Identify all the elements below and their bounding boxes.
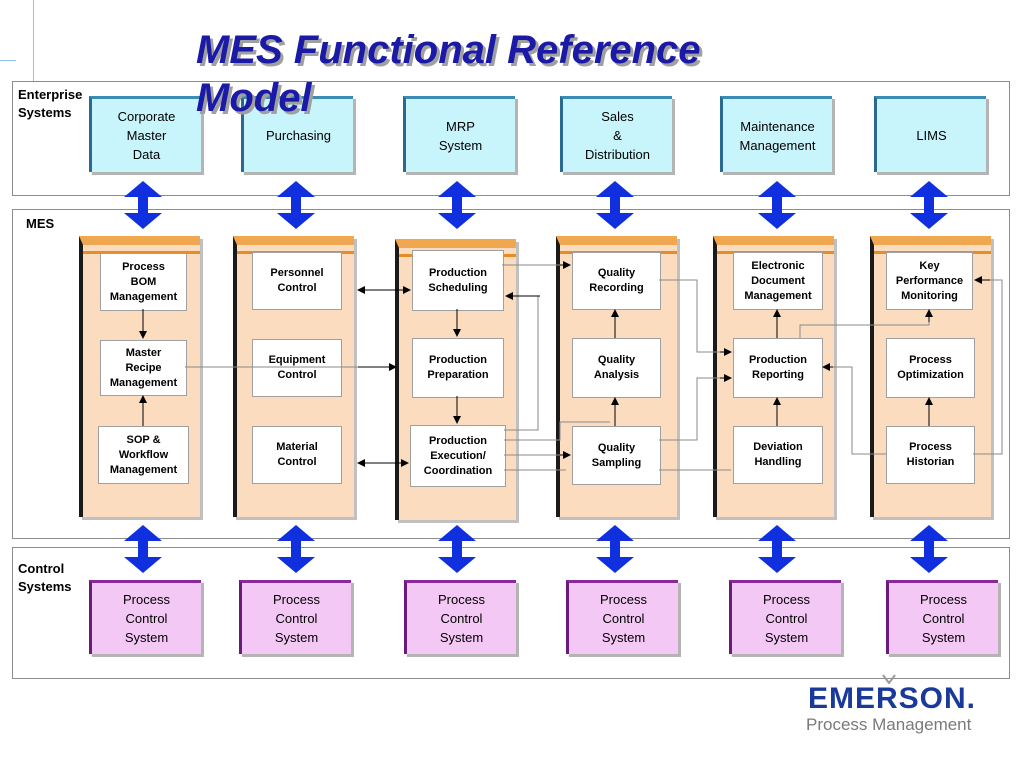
- page-title: MES Functional Reference Model: [196, 26, 701, 122]
- column-stripe: [83, 251, 200, 254]
- material-control-box: Material Control: [252, 426, 342, 484]
- process-control-system-box-6: Process Control System: [886, 580, 998, 654]
- production-preparation-box: Production Preparation: [412, 338, 504, 398]
- production-execution-coordination-box: Production Execution/ Coordination: [410, 425, 506, 487]
- mrp-system-box: MRP System: [403, 96, 515, 172]
- double-arrow-icon: [596, 181, 634, 229]
- double-arrow-icon: [438, 525, 476, 573]
- process-bom-management-box: Process BOM Management: [100, 253, 187, 311]
- double-arrow-icon: [124, 181, 162, 229]
- control-systems-label: Control Systems: [18, 561, 72, 594]
- double-arrow-icon: [124, 525, 162, 573]
- double-arrow-icon: [910, 181, 948, 229]
- process-control-system-box-1: Process Control System: [89, 580, 201, 654]
- sales-distribution-box: Sales & Distribution: [560, 96, 672, 172]
- process-control-system-box-3: Process Control System: [404, 580, 516, 654]
- guide-line: [0, 60, 16, 61]
- equipment-control-box: Equipment Control: [252, 339, 342, 397]
- double-arrow-icon: [758, 525, 796, 573]
- process-control-system-box-5: Process Control System: [729, 580, 841, 654]
- emerson-logo-subtitle: Process Management: [806, 715, 972, 734]
- double-arrow-icon: [596, 525, 634, 573]
- mes-label: MES: [26, 216, 55, 231]
- process-control-system-box-4: Process Control System: [566, 580, 678, 654]
- quality-sampling-box: Quality Sampling: [572, 426, 661, 485]
- double-arrow-icon: [910, 525, 948, 573]
- guide-line: [33, 0, 34, 84]
- emerson-logo-text: EMERSON.: [808, 682, 977, 715]
- quality-recording-box: Quality Recording: [572, 252, 661, 310]
- title-line-2: Model: [196, 76, 312, 120]
- double-arrow-icon: [277, 525, 315, 573]
- double-arrow-icon: [438, 181, 476, 229]
- production-scheduling-box: Production Scheduling: [412, 250, 504, 311]
- double-arrow-icon: [277, 181, 315, 229]
- process-control-system-box-2: Process Control System: [239, 580, 351, 654]
- corporate-master-data-box: Corporate Master Data: [89, 96, 201, 172]
- deviation-handling-box: Deviation Handling: [733, 426, 823, 484]
- double-arrow-icon: [758, 181, 796, 229]
- electronic-document-management-box: Electronic Document Management: [733, 252, 823, 310]
- sop-workflow-management-box: SOP & Workflow Management: [98, 426, 189, 484]
- lims-box: LIMS: [874, 96, 986, 172]
- key-performance-monitoring-box: Key Performance Monitoring: [886, 252, 973, 310]
- title-line-1: MES Functional Reference: [196, 28, 701, 72]
- maintenance-management-box: Maintenance Management: [720, 96, 832, 172]
- personnel-control-box: Personnel Control: [252, 252, 342, 310]
- emerson-logo-mark-icon: [882, 674, 896, 684]
- master-recipe-management-box: Master Recipe Management: [100, 340, 187, 396]
- purchasing-box: Purchasing: [241, 96, 353, 172]
- enterprise-systems-label: Enterprise Systems: [18, 87, 83, 120]
- process-optimization-box: Process Optimization: [886, 338, 975, 398]
- process-historian-box: Process Historian: [886, 426, 975, 484]
